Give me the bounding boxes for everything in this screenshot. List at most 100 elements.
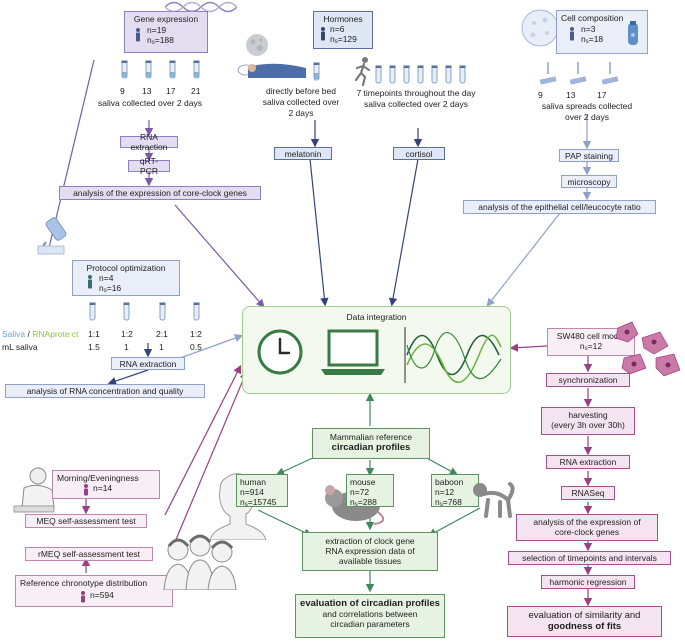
arrow-extraction-to-quality bbox=[107, 369, 149, 386]
person-icon bbox=[87, 275, 93, 291]
reference-chronotype-title: Reference chronotype distribution bbox=[20, 578, 148, 588]
evaluation-line-2: and correlations between bbox=[322, 609, 418, 620]
arrow-human-to-extraction bbox=[257, 509, 313, 537]
sw480-title: SW480 cell model bbox=[556, 331, 626, 341]
data-integration-box: Data integration bbox=[242, 306, 511, 394]
hormones-title: Hormones bbox=[323, 14, 363, 24]
volume-1: 1.5 bbox=[88, 342, 100, 352]
core-clock-analysis: analysis of the expression of core-clock… bbox=[516, 514, 658, 541]
gene-caption: saliva collected over 2 days bbox=[98, 98, 202, 108]
rnaseq-box: RNASeq bbox=[561, 486, 615, 500]
person-icon bbox=[320, 27, 326, 43]
saliva-label: Saliva bbox=[2, 329, 26, 339]
melatonin-box: melatonin bbox=[274, 147, 332, 160]
cell-icon bbox=[521, 9, 559, 47]
gene-ns: 188 bbox=[159, 34, 174, 45]
protocol-rna-extraction: RNA extraction bbox=[111, 357, 185, 370]
cell-time-3: 17 bbox=[597, 90, 607, 100]
mouse-ns: =288 bbox=[357, 497, 377, 508]
tube-melatonin bbox=[313, 62, 320, 81]
gene-n: n=19 bbox=[147, 25, 167, 36]
sw480-n-sub: s bbox=[584, 346, 588, 353]
cell-ns: 18 bbox=[593, 33, 604, 44]
baboon-ns: =768 bbox=[442, 497, 462, 508]
writing-person-icon bbox=[13, 467, 55, 513]
ratio-4: 1:2 bbox=[190, 329, 202, 339]
baboon-name: baboon bbox=[435, 477, 464, 487]
circadian-evaluation: evaluation of circadian profiles and cor… bbox=[295, 594, 445, 638]
sw480-rna-extraction: RNA extraction bbox=[546, 455, 630, 469]
flask-icon bbox=[628, 21, 638, 45]
human-n: n=914 bbox=[240, 487, 264, 498]
arrow-meq-to-integration bbox=[164, 364, 242, 516]
harmonic-regression: harmonic regression bbox=[541, 575, 635, 589]
mouse-n: n=72 bbox=[350, 487, 370, 498]
laptop-icon bbox=[321, 329, 385, 375]
reference-chronotype-n: n=594 bbox=[90, 590, 114, 601]
cell-ratio-analysis: analysis of the epithelial cell/leucocyt… bbox=[463, 200, 656, 214]
human-ns: =15745 bbox=[247, 497, 277, 508]
morning-eveningness-box: Morning/Eveningness n=14 bbox=[52, 470, 160, 499]
arrow-analysis-to-integration bbox=[174, 204, 265, 308]
arrow-baboon-to-extraction bbox=[427, 507, 481, 537]
gene-time-3: 17 bbox=[166, 86, 176, 96]
extraction-line-3: available tissues bbox=[338, 556, 402, 567]
group-people-icon bbox=[163, 534, 237, 590]
tube-row-protocol bbox=[89, 302, 200, 321]
hormones-n: n=6 bbox=[330, 24, 345, 35]
person-icon bbox=[83, 484, 89, 498]
cell-n: n=3 bbox=[581, 24, 596, 35]
human-box: human n=914 ns=15745 bbox=[236, 474, 288, 508]
protocol-ns: 16 bbox=[111, 282, 122, 293]
baboon-box: baboon n=12 ns=768 bbox=[431, 474, 479, 508]
sw480-n-value: =12 bbox=[587, 341, 603, 352]
ml-saliva-label: mL saliva bbox=[2, 342, 38, 352]
fit-evaluation-line-2: goodness of fits bbox=[547, 621, 622, 633]
volume-2: 1 bbox=[124, 342, 129, 352]
arrow-cortisol-to-integration bbox=[388, 158, 419, 307]
person-icon bbox=[135, 28, 141, 42]
extraction-line-2: RNA expression data of bbox=[325, 546, 415, 557]
protocol-n: n=4 bbox=[99, 273, 114, 284]
mouse-box: mouse n=72 ns=288 bbox=[346, 474, 394, 508]
extraction-line-1: extraction of clock gene bbox=[325, 536, 415, 546]
fit-evaluation: evaluation of similarity and goodness of… bbox=[507, 606, 662, 637]
gene-expression-title: Gene expression bbox=[133, 14, 199, 24]
timepoint-selection: selection of timepoints and intervals bbox=[508, 551, 671, 565]
gene-time-2: 13 bbox=[142, 86, 152, 96]
core-clock-line-1: analysis of the expression of bbox=[533, 517, 641, 527]
tube-row-gene bbox=[121, 60, 200, 79]
runner-icon bbox=[354, 57, 371, 86]
ratio-2: 1:2 bbox=[121, 329, 133, 339]
sync-box: synchronization bbox=[546, 373, 630, 387]
hormones-ns: 129 bbox=[342, 33, 357, 44]
cell-time-1: 9 bbox=[538, 90, 543, 100]
day-caption-1: 7 timepoints throughout the day bbox=[356, 88, 476, 98]
baboon-n: n=12 bbox=[435, 487, 455, 498]
protocol-legend: Saliva / RNAprote ct bbox=[2, 329, 79, 339]
bed-caption-3: 2 days bbox=[288, 108, 314, 118]
cell-composition-title: Cell composition bbox=[561, 13, 624, 23]
dna-icon bbox=[165, 1, 237, 13]
rnaprotect-label: RNAprote ct bbox=[32, 329, 79, 339]
arrow-melatonin-to-integration bbox=[309, 158, 329, 307]
harvest-interval: (every 3h over 30h) bbox=[551, 420, 625, 431]
hormones-box: Hormones n=6 ns=129 bbox=[313, 11, 373, 49]
reference-title-1: Mammalian reference bbox=[329, 432, 413, 442]
morning-n: n=14 bbox=[93, 483, 113, 494]
gene-expression-box: Gene expression n=19 ns=188 bbox=[124, 11, 208, 53]
sw480-n-prefix: n bbox=[579, 341, 585, 352]
volume-3: 1 bbox=[159, 342, 164, 352]
rmeq-box: rMEQ self-assessment test bbox=[25, 547, 153, 561]
arrow-sw480-to-integration bbox=[509, 343, 548, 352]
bed-caption-2: saliva collected over bbox=[262, 97, 340, 107]
gene-rna-extraction: RNA extraction bbox=[120, 132, 178, 152]
person-icon bbox=[569, 27, 575, 43]
clock-icon bbox=[257, 329, 303, 375]
gene-time-4: 21 bbox=[191, 86, 201, 96]
bed-caption-1: directly before bed bbox=[266, 86, 336, 96]
human-name: human bbox=[240, 477, 266, 487]
protocol-box: Protocol optimization n=4 ns=16 bbox=[72, 260, 180, 296]
clock-gene-extraction: extraction of clock gene RNA expression … bbox=[302, 532, 438, 571]
cell-time-2: 13 bbox=[566, 90, 576, 100]
